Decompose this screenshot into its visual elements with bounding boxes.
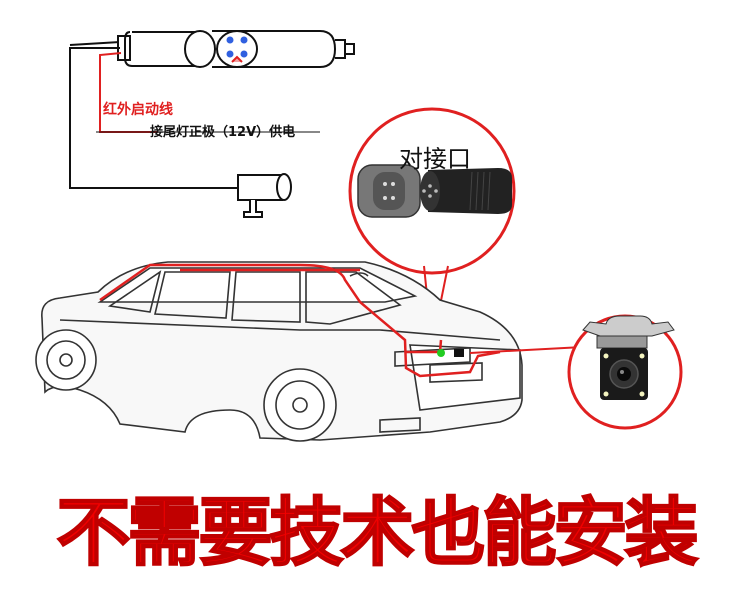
wiring-lines: [69, 47, 320, 189]
rear-camera-icon: [567, 314, 683, 430]
camera-housing-icon: [237, 173, 292, 218]
car-illustration-icon: [35, 261, 523, 442]
connection-point-indicator: [437, 349, 445, 357]
slogan-headline: 不需要技术也能安装: [56, 489, 700, 577]
infrared-wire-label: 红外启动线: [103, 102, 173, 118]
camera-mount-marker: [454, 349, 464, 357]
power-note-label: 接尾灯正极（12V）供电: [150, 125, 296, 140]
connector-label: 对接口: [399, 145, 471, 173]
cable-plug-icon: [69, 30, 355, 68]
camera-pointer-line: [469, 346, 584, 354]
